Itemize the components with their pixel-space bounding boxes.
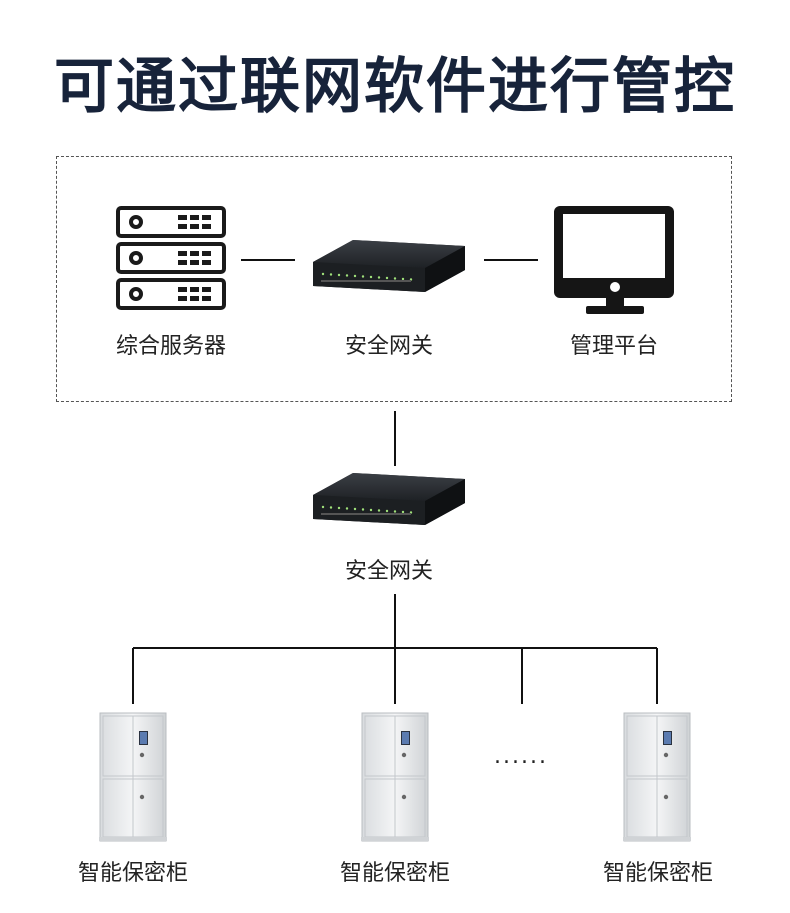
cabinet-icon [360, 712, 430, 842]
platform-label: 管理平台 [569, 334, 658, 359]
gateway-device-icon [313, 473, 465, 525]
gateway-label-top: 安全网关 [344, 334, 433, 359]
distribution-lines [132, 594, 658, 704]
cabinet-label: 智能保密柜 [339, 861, 450, 886]
network-group-box [56, 156, 732, 402]
gateway-label-middle: 安全网关 [344, 559, 433, 584]
page-title: 可通过联网软件进行管控 [54, 52, 736, 122]
monitor-icon [554, 206, 674, 314]
server-icon [116, 206, 226, 310]
ellipsis: ...... [494, 744, 548, 769]
server-label: 综合服务器 [115, 334, 226, 359]
gateway-device-icon [313, 240, 465, 292]
cabinet-icon [622, 712, 692, 842]
cabinet-icon [98, 712, 168, 842]
cabinet-label: 智能保密柜 [77, 861, 188, 886]
cabinet-label: 智能保密柜 [602, 861, 713, 886]
